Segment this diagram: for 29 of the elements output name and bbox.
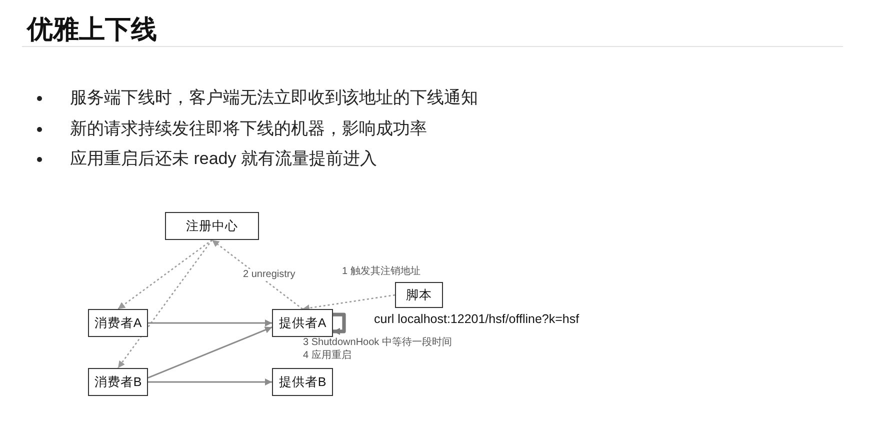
- bullet-text: 新的请求持续发往即将下线的机器，影响成功率: [70, 119, 427, 139]
- box-label: 提供者B: [278, 374, 326, 390]
- process-box: [272, 309, 333, 337]
- box-label: 消费者B: [94, 374, 142, 390]
- process-box: [272, 368, 333, 396]
- dotted-arrow: [118, 239, 212, 310]
- arrow: [148, 320, 272, 326]
- box-label: 脚本: [406, 288, 432, 302]
- box-label: 注册中心: [186, 218, 238, 234]
- self-loop-arrow: [333, 312, 346, 335]
- arrow: [148, 326, 272, 378]
- process-box: [165, 212, 259, 240]
- step-note: 4 应用重启: [303, 350, 352, 362]
- dotted-arrow: [117, 240, 213, 368]
- process-box: [395, 282, 443, 308]
- dotted-arrow: [212, 239, 303, 310]
- arrow: [148, 378, 272, 386]
- box-label: 提供者A: [278, 316, 326, 330]
- bullet-text: 服务端下线时，客户端无法立即收到该地址的下线通知: [70, 88, 478, 108]
- edge-label: 2 unregistry: [242, 269, 296, 281]
- edge-label: 1 触发其注销地址: [341, 266, 422, 278]
- dotted-arrow: [302, 294, 396, 312]
- slide-title: 优雅上下线: [27, 13, 157, 45]
- box-label: 消费者A: [94, 316, 142, 330]
- step-note: 3 ShutdownHook 中等待一段时间: [303, 337, 452, 349]
- command-text: curl localhost:12201/hsf/offline?k=hsf: [374, 312, 580, 327]
- process-box: [88, 309, 148, 337]
- bullet-text: 应用重启后还未 ready 就有流量提前进入: [70, 149, 377, 169]
- process-box: [88, 368, 148, 396]
